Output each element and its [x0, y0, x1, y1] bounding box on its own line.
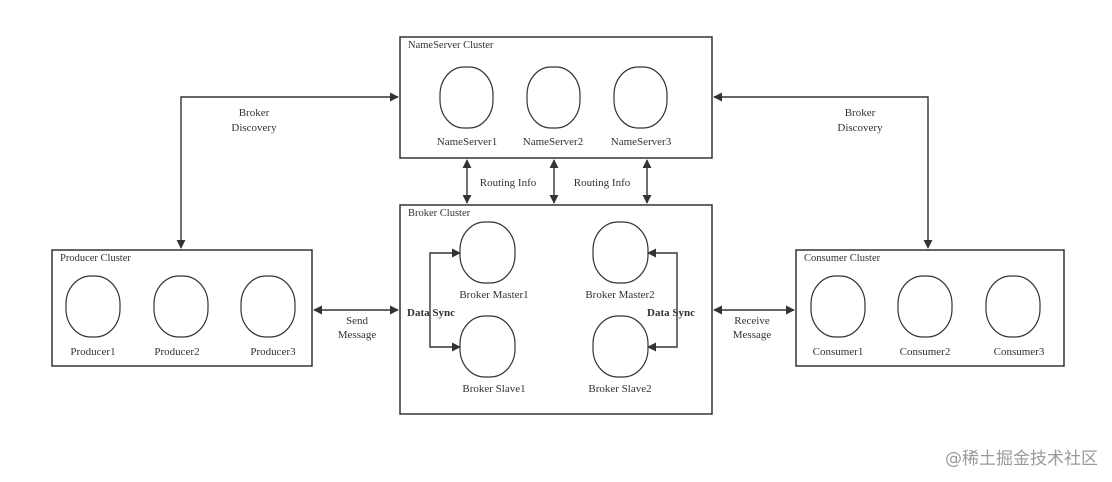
- consumer1-node: [810, 275, 866, 338]
- broker-master1-node: [459, 221, 516, 284]
- consumer-broker-discovery-label-line1: Broker: [845, 107, 876, 119]
- receive-message-label-line1: Receive: [734, 315, 770, 327]
- consumer-cluster-title: Consumer Cluster: [804, 253, 881, 264]
- broker-master1-label: Broker Master1: [459, 289, 528, 301]
- nameserver1-label: NameServer1: [437, 136, 497, 148]
- consumer3-node: [985, 275, 1041, 338]
- consumer1-label: Consumer1: [813, 346, 864, 358]
- receive-message-label-line2: Message: [733, 329, 772, 341]
- broker-slave2-label: Broker Slave2: [588, 383, 651, 395]
- send-message-label-line2: Message: [338, 329, 377, 341]
- broker-master2-node: [592, 221, 649, 284]
- nameserver2-node: [526, 66, 581, 129]
- routing-info-label-left: Routing Info: [480, 177, 537, 189]
- broker-slave2-node: [592, 315, 649, 378]
- nameserver-cluster-box: [399, 36, 713, 159]
- producer-cluster-box: [51, 249, 313, 367]
- nameserver-cluster-title: NameServer Cluster: [408, 40, 494, 51]
- data-sync-left-arrow: [429, 248, 461, 352]
- consumer-cluster: Consumer Cluster Consumer1 Consumer2 Con…: [795, 249, 1065, 367]
- watermark: @稀土掘金技术社区: [945, 449, 1098, 469]
- producer-broker-discovery-label-line1: Broker: [239, 107, 270, 119]
- nameserver-cluster: NameServer Cluster NameServer1 NameServe…: [399, 36, 713, 159]
- nameserver1-node: [439, 66, 494, 129]
- routing-info-label-right: Routing Info: [574, 177, 631, 189]
- producer1-node: [65, 275, 121, 338]
- data-sync-right-label: Data Sync: [647, 307, 695, 319]
- send-message-label-line1: Send: [346, 315, 369, 327]
- producer-cluster: Producer Cluster Producer1 Producer2 Pro…: [51, 249, 313, 367]
- broker-cluster: Broker Cluster Broker Master1 Broker Mas…: [399, 204, 713, 415]
- nameserver3-label: NameServer3: [611, 136, 672, 148]
- broker-master2-label: Broker Master2: [585, 289, 654, 301]
- broker-cluster-title: Broker Cluster: [408, 208, 471, 219]
- nameserver2-label: NameServer2: [523, 136, 583, 148]
- producer-broker-discovery-arrow: [176, 92, 399, 249]
- broker-cluster-box: [399, 204, 713, 415]
- producer-cluster-title: Producer Cluster: [60, 253, 131, 264]
- consumer-broker-discovery-label-line2: Discovery: [837, 122, 883, 134]
- consumer2-node: [897, 275, 953, 338]
- data-sync-left-label: Data Sync: [407, 307, 455, 319]
- broker-slave1-label: Broker Slave1: [462, 383, 525, 395]
- producer2-node: [153, 275, 209, 338]
- consumer2-label: Consumer2: [900, 346, 951, 358]
- producer1-label: Producer1: [70, 346, 115, 358]
- data-sync-right-arrow: [647, 248, 678, 352]
- broker-slave1-node: [459, 315, 516, 378]
- consumer-broker-discovery-arrow: [713, 92, 933, 249]
- producer3-node: [240, 275, 296, 338]
- producer-broker-discovery-label-line2: Discovery: [231, 122, 277, 134]
- consumer-cluster-box: [795, 249, 1065, 367]
- consumer3-label: Consumer3: [994, 346, 1045, 358]
- nameserver3-node: [613, 66, 668, 129]
- producer2-label: Producer2: [154, 346, 199, 358]
- producer3-label: Producer3: [250, 346, 296, 358]
